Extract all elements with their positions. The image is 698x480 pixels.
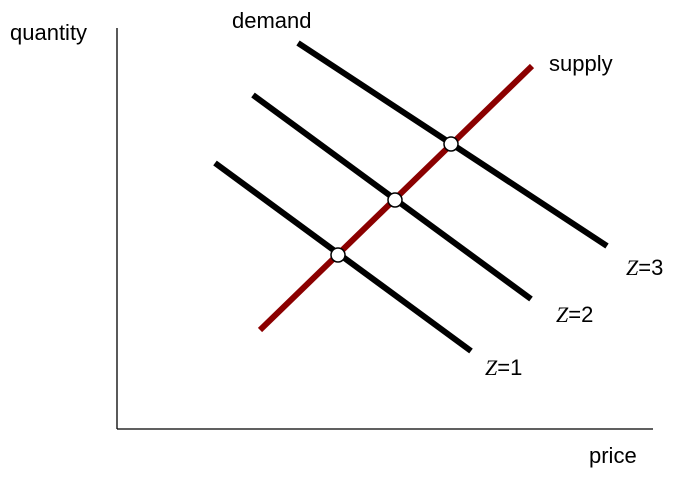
curve-label-z2: Z=2 — [556, 302, 593, 327]
supply-label: supply — [549, 51, 613, 76]
curve-label-z3-eq: =3 — [638, 255, 663, 280]
curve-label-z1-var: Z — [485, 355, 498, 380]
curve-label-z1: Z=1 — [485, 355, 522, 380]
equilibrium-point-z2 — [387, 192, 403, 208]
y-axis-label: quantity — [10, 20, 87, 45]
curve-label-z2-eq: =2 — [568, 302, 593, 327]
x-axis-label: price — [589, 443, 637, 468]
curve-label-z1-eq: =1 — [497, 355, 522, 380]
curve-label-z3-var: Z — [626, 255, 639, 280]
equilibrium-point-z3 — [443, 136, 459, 152]
demand-label: demand — [232, 8, 312, 33]
curve-label-z2-var: Z — [556, 302, 569, 327]
equilibrium-point-z1 — [330, 247, 346, 263]
curve-label-z3: Z=3 — [626, 255, 663, 280]
